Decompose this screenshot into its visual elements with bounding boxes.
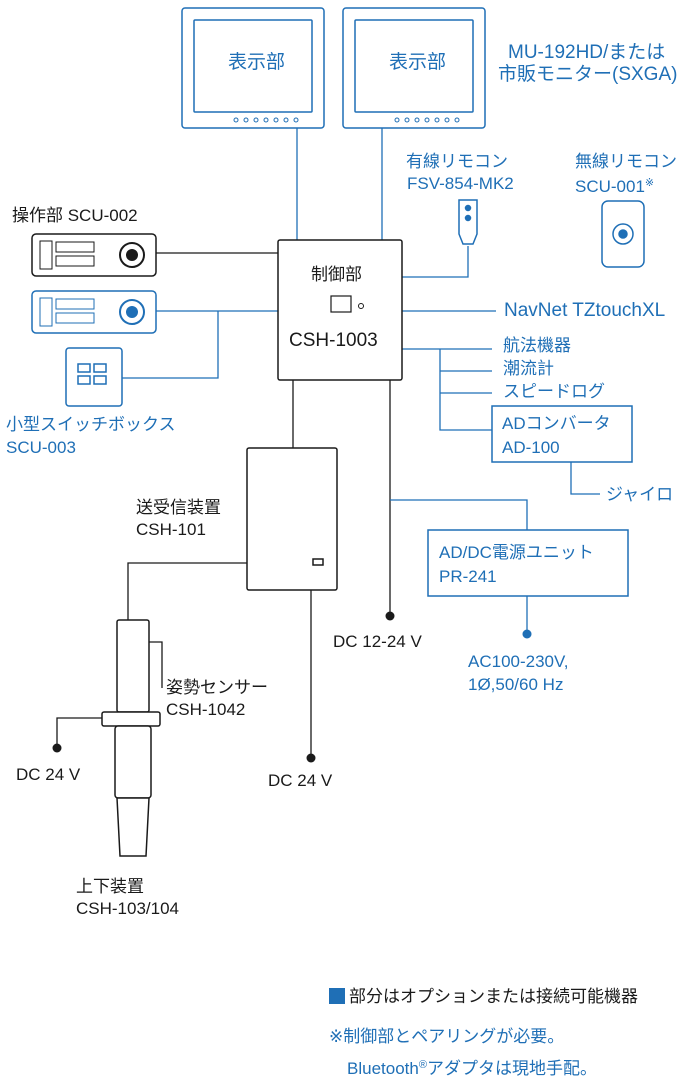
- wired-remote-label1: 有線リモコン: [406, 152, 508, 171]
- power-unit-label2: PR-241: [439, 567, 497, 586]
- switch-box-device: [65, 347, 123, 407]
- dc-24-left-terminal: [52, 743, 62, 753]
- switch-box-label2: SCU-003: [6, 438, 76, 457]
- dc-12-24-label: DC 12-24 V: [333, 632, 422, 651]
- ad-converter-box: [491, 405, 633, 463]
- processor-label2: CSH-1003: [289, 330, 378, 351]
- connection-lines: [56, 128, 600, 756]
- wired-remote-label2: FSV-854-MK2: [407, 174, 514, 193]
- dc-24-mid-label: DC 24 V: [268, 771, 333, 790]
- hull-unit-label1: 上下装置: [76, 877, 144, 896]
- control-unit-label: 操作部 SCU-002: [12, 206, 138, 225]
- ac-power-label2: 1Ø,50/60 Hz: [468, 675, 564, 694]
- monitor-left: [181, 7, 325, 129]
- processor-led: [358, 303, 364, 309]
- motion-sensor-label2: CSH-1042: [166, 700, 246, 719]
- wireless-remote-device: [601, 200, 645, 268]
- dc-24-left-label: DC 24 V: [16, 765, 81, 784]
- power-unit-box: [427, 529, 629, 597]
- control-unit-scu-002: [31, 233, 157, 277]
- ac-power-label1: AC100-230V,: [468, 652, 569, 671]
- nav-list-item: 航法機器: [503, 336, 571, 355]
- wireless-remote-label2: SCU-001※: [575, 177, 655, 196]
- monitor-left-label: 表示部: [228, 52, 286, 73]
- legend-square: [329, 988, 345, 1004]
- ad-converter-label1: ADコンバータ: [502, 414, 611, 433]
- dc-12-24-terminal: [385, 611, 395, 621]
- ad-converter-label2: AD-100: [502, 438, 560, 457]
- power-unit-label1: AD/DC電源ユニット: [439, 543, 594, 562]
- note-line2: Bluetooth®アダプタは現地手配。: [347, 1059, 597, 1078]
- wireless-remote-label1: 無線リモコン: [575, 152, 677, 171]
- gyro-label: ジャイロ: [606, 485, 674, 504]
- transceiver-device: [246, 447, 338, 591]
- monitor-right-label: 表示部: [389, 52, 447, 73]
- note-line1: ※制御部とペアリングが必要。: [329, 1027, 565, 1046]
- monitor-model-line1: MU-192HD/または: [508, 42, 666, 63]
- transceiver-label2: CSH-101: [136, 520, 206, 539]
- navnet-label: NavNet TZtouchXL: [504, 300, 666, 321]
- monitor-right: [342, 7, 486, 129]
- control-unit-option: [31, 290, 157, 334]
- nav-list-item: 潮流計: [503, 359, 554, 378]
- hull-unit-label2: CSH-103/104: [76, 899, 180, 918]
- wired-remote-device: [458, 199, 478, 245]
- processor-indicator: [330, 295, 352, 313]
- transceiver-label1: 送受信装置: [136, 498, 221, 517]
- monitor-model-line2: 市販モニター(SXGA): [498, 64, 678, 85]
- processor-label1: 制御部: [311, 265, 362, 284]
- switch-box-label1: 小型スイッチボックス: [6, 415, 176, 434]
- legend-text: 部分はオプションまたは接続可能機器: [349, 987, 638, 1006]
- dc-24-mid-terminal: [306, 753, 316, 763]
- hull-unit-device: [101, 619, 161, 857]
- motion-sensor-label1: 姿勢センサー: [166, 678, 268, 697]
- processor-box: [277, 239, 403, 381]
- ac-power-terminal: [522, 629, 532, 639]
- nav-list-item: スピードログ: [503, 382, 605, 401]
